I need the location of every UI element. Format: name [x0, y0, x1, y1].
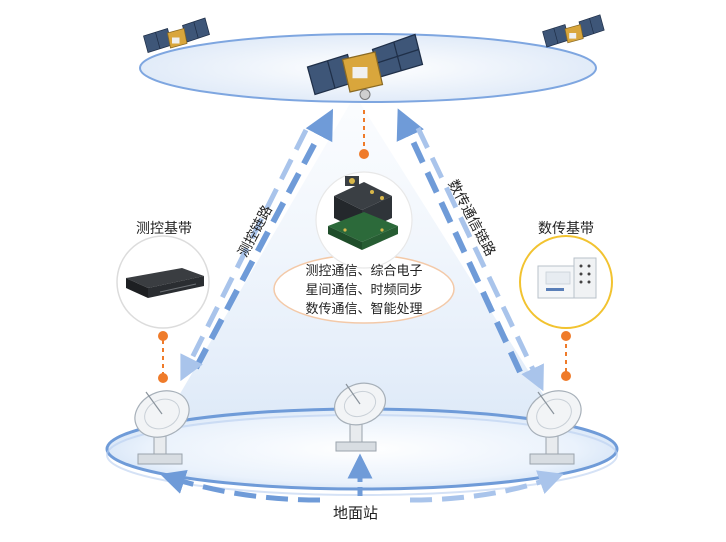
- ground-link-arc-left: [160, 469, 321, 503]
- orange-dot-tt-top: [158, 331, 168, 341]
- dt-link-downlink: [415, 126, 544, 392]
- satellite-icon: [542, 14, 605, 48]
- dish-antenna-icon: [134, 390, 190, 465]
- dish-antenna-icon: [334, 382, 386, 452]
- orange-dot-tt-bottom: [158, 373, 168, 383]
- payload-function-line: 数传通信、智能处理: [305, 302, 423, 317]
- payload-function-line: 星间通信、时频同步: [305, 283, 423, 298]
- dish-antenna-icon: [526, 390, 582, 465]
- tt-link-downlink: [180, 128, 309, 382]
- payload-function-line: 测控通信、综合电子: [305, 264, 423, 279]
- orange-connectors: [162, 110, 567, 374]
- tt-baseband-label: 测控基带: [136, 221, 192, 237]
- payload-functions-text: 测控通信、综合电子 星间通信、时频同步 数传通信、智能处理: [299, 262, 429, 319]
- ground-station-label: 地面站: [333, 504, 379, 522]
- payload-module-icon: [328, 176, 398, 250]
- orange-dot-dt-top: [561, 331, 571, 341]
- ground-link-arc-right: [409, 470, 564, 503]
- orange-dot-satellite: [359, 149, 369, 159]
- dt-link-label: 数传通信链路: [444, 177, 498, 259]
- satellite-icon: [306, 33, 424, 100]
- tt-link-uplink: [193, 108, 334, 370]
- data-terminal-icon: [537, 257, 597, 299]
- rack-unit-icon: [126, 268, 204, 298]
- satellite-icon: [143, 17, 210, 53]
- orange-dot-dt-bottom: [561, 371, 571, 381]
- dt-link-uplink: [396, 108, 523, 374]
- dt-baseband-label: 数传基带: [538, 221, 594, 237]
